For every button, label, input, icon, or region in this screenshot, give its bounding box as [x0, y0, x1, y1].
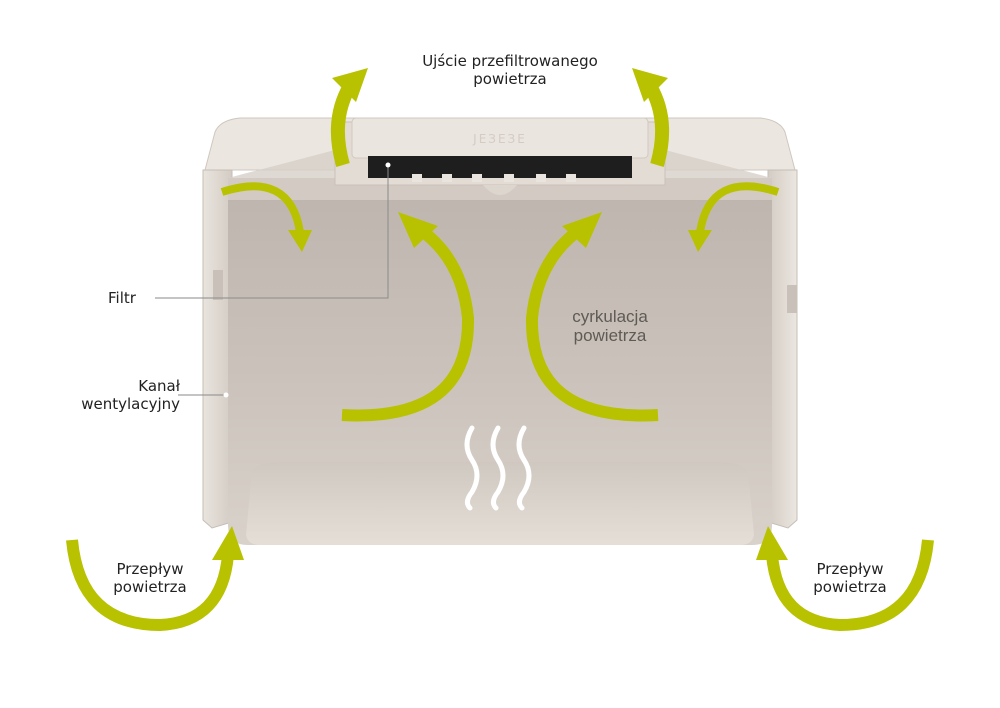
- channel-label-line1: Kanał: [138, 377, 180, 395]
- airflow-arrows: [66, 68, 934, 632]
- outlet-label-line2: powietrza: [473, 70, 547, 88]
- circulation-label-line1: cyrkulacja: [572, 307, 648, 326]
- filter-slot: [368, 156, 632, 178]
- heat-waves-icon: [464, 425, 532, 511]
- circulation-label: cyrkulacja powietrza: [550, 307, 670, 345]
- airflow-arrow-icon: [341, 212, 475, 422]
- outlet-label: Ujście przefiltrowanego powietrza: [400, 52, 620, 88]
- circulation-label-line2: powietrza: [573, 326, 647, 345]
- airflow-arrow-icon: [688, 182, 780, 252]
- filter-housing: ЈЕЗЕЗЕ: [334, 117, 666, 195]
- airflow-left-label-line1: Przepływ: [116, 560, 184, 578]
- airflow-arrow-icon: [525, 212, 659, 422]
- airflow-right-label-line1: Przepływ: [816, 560, 884, 578]
- airflow-arrow-icon: [66, 526, 244, 632]
- channel-label-line2: wentylacyjny: [81, 395, 180, 413]
- filter-label: Filtr: [108, 289, 152, 307]
- airflow-arrow-icon: [220, 182, 312, 252]
- airflow-arrow-icon: [756, 526, 934, 632]
- airflow-left-label: Przepływ powietrza: [95, 560, 205, 596]
- airflow-right-label-line2: powietrza: [813, 578, 887, 596]
- svg-text:ЈЕЗЕЗЕ: ЈЕЗЕЗЕ: [472, 132, 527, 146]
- airflow-arrow-icon: [330, 68, 368, 167]
- box-body: [202, 117, 798, 545]
- outlet-label-line1: Ujście przefiltrowanego: [422, 52, 598, 70]
- airflow-arrow-icon: [632, 68, 670, 167]
- airflow-right-label: Przepływ powietrza: [795, 560, 905, 596]
- filter-label-text: Filtr: [108, 289, 136, 307]
- airflow-left-label-line2: powietrza: [113, 578, 187, 596]
- channel-label: Kanał wentylacyjny: [60, 377, 180, 413]
- channel-marker: [223, 392, 229, 398]
- filter-marker: [385, 162, 391, 168]
- leader-lines: [155, 165, 389, 396]
